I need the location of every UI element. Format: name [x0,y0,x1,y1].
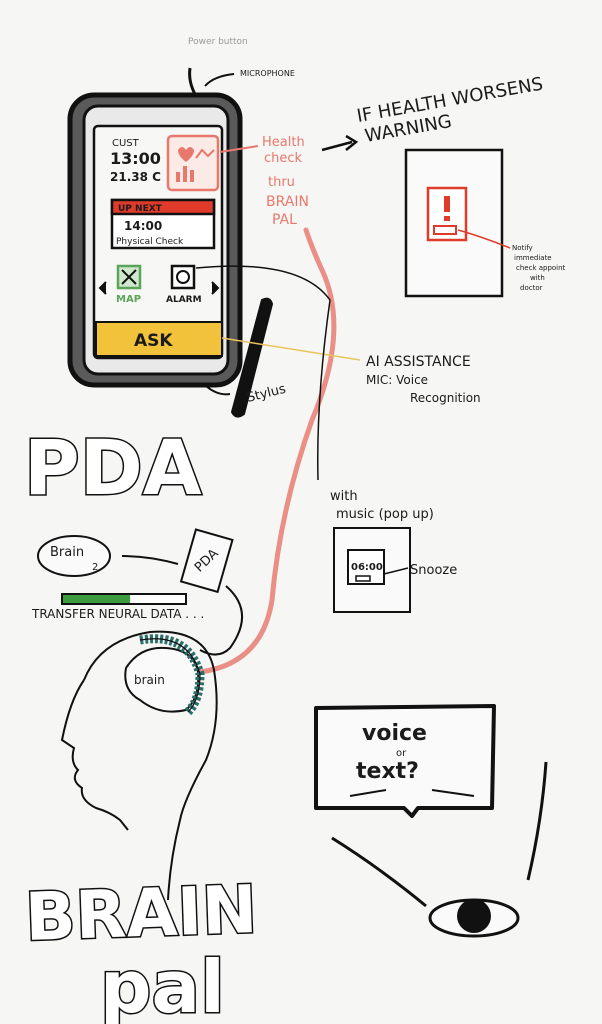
power-button-label: Power button [188,37,248,47]
screen-line-1: voice [362,721,427,746]
ai-line-3: Recognition [410,391,481,405]
up-next-event: Physical Check [116,237,184,247]
neural-link-line [197,227,337,675]
map-icon [121,269,137,285]
ask-label: ASK [134,331,173,351]
pda-title-text: PDA [24,423,202,512]
brain-pal-logo: BRAIN pal [22,869,260,1024]
next-arrow-icon[interactable] [211,281,220,295]
health-widget[interactable] [166,134,220,192]
popup-time: 06:00 [351,562,383,573]
head-profile: brain [60,630,218,901]
alarm-popup[interactable]: 06:00 [333,527,411,613]
pulse-icon [195,148,215,159]
pda-title: PDA [23,422,204,514]
alarm-button[interactable]: ALARM [166,264,202,305]
notify-note: Notify immediate check appoint with doct… [512,244,566,292]
brain2-line-1: Brain [50,545,84,560]
heart-icon [178,147,194,162]
health-line-1: Health [262,135,305,150]
arrow-right-icon [321,134,359,152]
popup-caption-1: with [330,489,358,504]
health-line-3: thru [268,175,295,190]
prev-arrow-icon[interactable] [98,281,107,295]
eye-icon [331,761,548,938]
up-next-time: 14:00 [124,219,162,233]
ai-line-2: MIC: Voice [366,373,428,387]
brain-outline [124,646,200,713]
notify-line-4: with [530,274,545,282]
logo-line-2: pal [100,945,225,1024]
alarm-label: ALARM [166,295,202,305]
pda-tag: PDA [179,528,234,594]
ai-line-1: AI ASSISTANCE [366,354,471,370]
screen-line-2: or [396,748,407,759]
microphone-label: MICROPHONE [240,69,295,78]
brain2-bubble: Brain 2 [37,535,111,577]
popup-caption-2: music (pop up) [336,507,434,522]
brain2-line-2: 2 [92,562,98,573]
up-next-title: UP NEXT [118,204,163,214]
brain-label: brain [134,673,165,687]
health-line-2: check [264,151,303,166]
notify-line-2: immediate [514,254,552,262]
clock-time: 13:00 [110,149,161,168]
pda-device: Power button MICROPHONE CUST 13:00 21.38… [67,37,295,388]
logo-line-1: BRAIN [24,871,259,956]
voice-text-screen: voice or text? [314,704,496,818]
user-label: CUST [112,138,140,149]
mic-pointer [204,73,235,87]
snooze-label[interactable]: Snooze [410,563,457,578]
alarm-pointer [195,265,331,481]
power-button[interactable] [188,67,198,97]
map-label: MAP [116,294,141,305]
ask-button[interactable]: ASK [95,321,223,357]
map-button[interactable]: MAP [116,264,142,305]
screen-line-3: text? [356,759,419,784]
alarm-clock-icon [176,270,190,284]
notify-line-3: check appoint [516,264,566,272]
health-line-5: PAL [272,212,297,228]
transfer-label: TRANSFER NEURAL DATA . . . [31,607,204,621]
health-check-note: Health check thru BRAIN PAL [219,135,309,228]
notify-line-1: Notify [512,244,533,252]
temperature: 21.38 C [110,170,161,184]
warning-screen [404,148,511,298]
health-line-4: BRAIN [266,194,309,210]
up-next-card[interactable]: UP NEXT 14:00 Physical Check [110,198,216,250]
transfer-progress-bar [61,593,187,605]
notify-line-5: doctor [520,284,543,292]
